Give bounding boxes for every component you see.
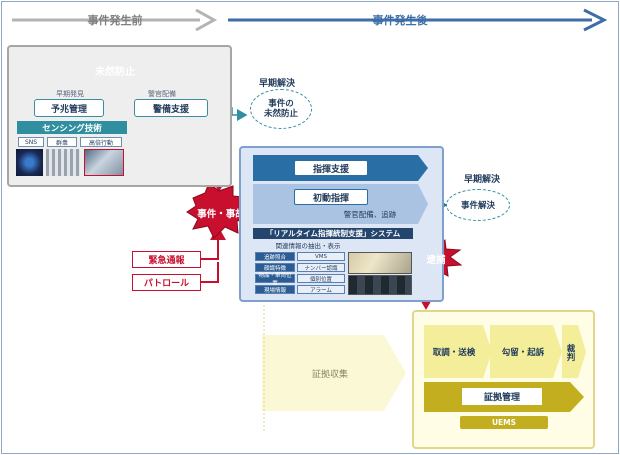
sensing-chip-crowd: 群衆 <box>47 137 77 147</box>
timeline-after-arrow <box>228 8 608 32</box>
initial-command-box: 初動指揮 <box>294 189 368 205</box>
emergency-report-box: 緊急通報 <box>132 251 201 268</box>
incident-resolution-oval: 事件解決 <box>446 189 510 221</box>
trial-label: 裁判 <box>565 343 575 361</box>
sensing-technology-bar: センシング技術 <box>17 121 127 134</box>
incident-label: 事件・事故 <box>197 209 245 220</box>
grid-cell: 物品・車両位置 <box>255 273 295 287</box>
predictive-management-box: 予兆管理 <box>34 99 104 117</box>
grid-cell: VMS <box>297 252 345 261</box>
investigation-label: 取調・送検 <box>432 348 476 358</box>
timeline-after-label: 事件発生後 <box>372 14 428 27</box>
grid-cell: アラーム <box>297 285 345 294</box>
early-resolution-title-2: 早期解決 <box>463 174 500 185</box>
arrest-label: 逮捕 <box>426 255 446 266</box>
grid-cell: 追跡照合 <box>255 252 295 261</box>
sns-network-image <box>16 149 43 176</box>
evidence-management-box: 証拠管理 <box>462 388 542 405</box>
timeline-before-label: 事件発生前 <box>87 14 143 27</box>
command-support-box: 指揮支援 <box>294 160 368 176</box>
patrol-box: パトロール <box>132 274 201 291</box>
deployment-tracking-label: 警官配備、追跡 <box>343 209 397 219</box>
patrol-arrow <box>201 262 219 283</box>
incident-burst-shape <box>186 182 255 239</box>
grid-cell: 個別位置 <box>297 274 345 283</box>
emergency-report-arrow <box>201 226 226 260</box>
grid-cell: ナンバー認識 <box>297 263 345 272</box>
detention-label: 勾留・起訴 <box>501 348 545 358</box>
evidence-collection-label: 証拠収集 <box>311 369 348 380</box>
police-deployment-label: 警官配備 <box>148 90 176 98</box>
camera-thumbnail-grid <box>348 275 412 295</box>
uems-system-bar: UEMS <box>460 416 548 429</box>
early-detection-label: 早期発見 <box>56 90 84 98</box>
grid-cell: 現場情報 <box>255 285 295 294</box>
system-title-bar: 「リアルタイム指揮統制支援」システム <box>253 228 413 239</box>
sensing-chip-sns: SNS <box>18 137 44 147</box>
prevention-resolution-oval: 事件の 未然防止 <box>250 89 312 129</box>
sensing-chip-behavior: 高倍行動 <box>80 137 122 147</box>
prevention-banner: 未然防止 <box>95 66 135 78</box>
evidence-collection-chevron <box>262 335 406 411</box>
timeline-before-arrow <box>12 8 218 32</box>
behavior-image <box>84 149 124 176</box>
grid-cell: 顔識特徴 <box>255 263 295 272</box>
early-resolution-title-1: 早期解決 <box>258 78 295 89</box>
crowd-image <box>46 149 80 176</box>
extraction-label: 関連情報の抽出・表示 <box>275 242 341 250</box>
map-thumbnail-aerial <box>348 252 412 274</box>
guard-support-box: 警備支援 <box>134 99 208 117</box>
